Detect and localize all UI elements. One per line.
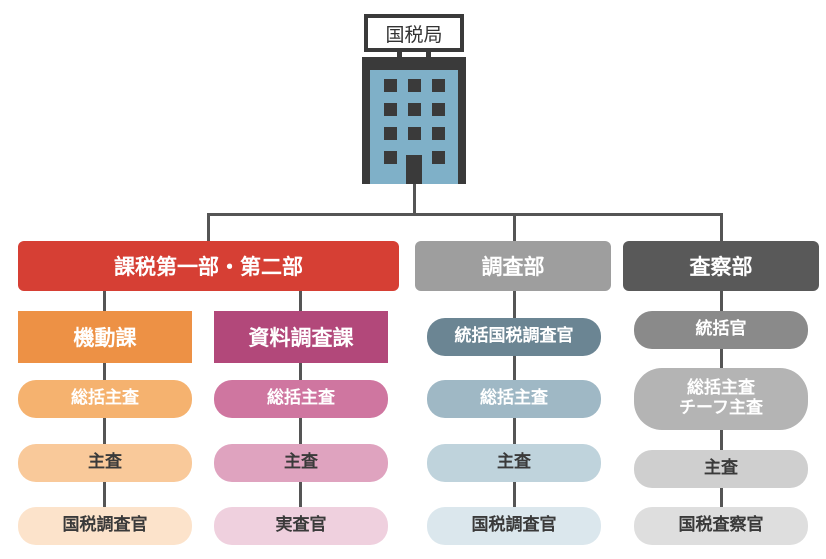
role-examiner: 主査 [18, 444, 192, 482]
connector-line [413, 184, 416, 214]
role-chief-examiner: 総括主査 [214, 380, 388, 418]
role-chief-examiner-chief: 総括主査 チーフ主査 [634, 368, 808, 430]
section-mobile-division: 機動課 [18, 311, 192, 363]
role-criminal-tax-inspector: 国税査察官 [634, 507, 808, 545]
department-investigation: 調査部 [415, 241, 611, 291]
section-data-investigation: 資料調査課 [214, 311, 388, 363]
connector-line [103, 362, 106, 520]
connector-line [207, 213, 210, 241]
connector-line [299, 362, 302, 520]
building-icon [362, 52, 466, 184]
role-chief-examiner: 総括主査 [427, 380, 601, 418]
department-tax-assessment: 課税第一部・第二部 [18, 241, 399, 291]
role-supervising-tax-investigator: 統括国税調査官 [427, 318, 601, 356]
connector-line [207, 213, 722, 216]
role-tax-investigator: 国税調査官 [18, 507, 192, 545]
role-examiner: 主査 [634, 450, 808, 488]
connector-line [513, 213, 516, 241]
connector-line [720, 213, 723, 241]
role-examiner: 主査 [214, 444, 388, 482]
role-chief-examiner: 総括主査 [18, 380, 192, 418]
department-criminal-investigation: 査察部 [623, 241, 819, 291]
tax-bureau-label: 国税局 [364, 14, 464, 52]
connector-line [103, 291, 106, 311]
connector-line [299, 291, 302, 311]
role-field-inspector: 実査官 [214, 507, 388, 545]
role-supervisor: 統括官 [634, 311, 808, 349]
role-tax-investigator: 国税調査官 [427, 507, 601, 545]
role-examiner: 主査 [427, 444, 601, 482]
